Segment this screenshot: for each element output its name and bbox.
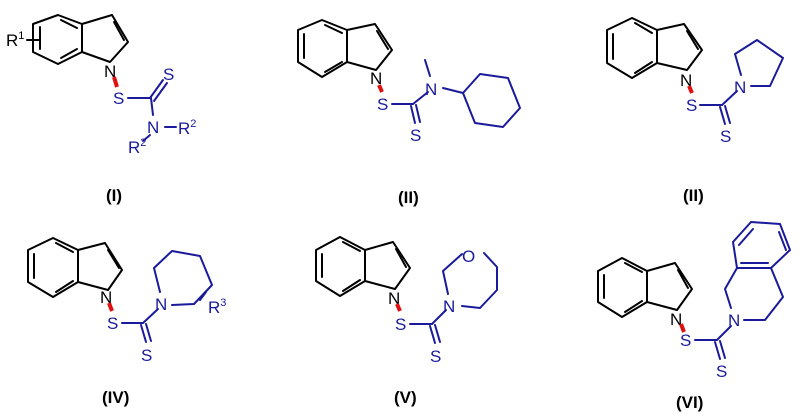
indole-n-atom: N xyxy=(370,69,382,88)
indole-n-atom: N xyxy=(670,310,682,329)
compound-3: N S N S (II) xyxy=(606,17,784,205)
amine-n-atom: N xyxy=(734,78,746,97)
compound-4: N S N R3 S (IV) xyxy=(27,237,226,407)
indole-n-atom: N xyxy=(388,289,400,308)
amine-n-atom: N xyxy=(728,311,740,330)
oxygen-atom: O xyxy=(462,247,475,266)
indole-n-atom: N xyxy=(100,288,112,307)
compound-label: (II) xyxy=(683,186,704,205)
compound-6: N S N S (VI) xyxy=(597,221,791,412)
s-thione-atom: S xyxy=(163,65,174,84)
s-thione-atom: S xyxy=(720,127,731,146)
compound-label: (II) xyxy=(398,188,419,207)
amine-n-atom: N xyxy=(443,297,455,316)
s-thione-atom: S xyxy=(430,347,441,366)
s-link-atom: S xyxy=(686,96,697,115)
compound-2: N S N S (II) xyxy=(297,19,521,207)
r3-label: R3 xyxy=(208,297,226,317)
compound-5: N S N O S (V) xyxy=(315,236,498,407)
s-link-atom: S xyxy=(377,95,388,114)
compound-1: R1 N S S N R2 R2 (I) xyxy=(6,14,196,205)
r2-label-a: R2 xyxy=(178,118,196,138)
compound-label: (VI) xyxy=(676,393,703,412)
s-link-atom: S xyxy=(107,314,118,333)
amine-n-atom: N xyxy=(155,295,167,314)
indole-n-atom: N xyxy=(104,62,116,81)
compound-label: (I) xyxy=(106,186,122,205)
s-link-atom: S xyxy=(680,331,691,350)
amine-n-atom: N xyxy=(147,118,159,137)
s-link-atom: S xyxy=(395,315,406,334)
s-thione-atom: S xyxy=(410,126,421,145)
compound-label: (IV) xyxy=(102,388,129,407)
r2-label-b: R2 xyxy=(128,137,146,157)
r1-label: R1 xyxy=(6,30,24,50)
s-thione-atom: S xyxy=(141,346,152,365)
s-thione-atom: S xyxy=(716,362,727,381)
s-link-atom: S xyxy=(113,89,124,108)
compound-label: (V) xyxy=(394,388,417,407)
amine-n-atom: N xyxy=(425,80,437,99)
indole-n-atom: N xyxy=(680,71,692,90)
